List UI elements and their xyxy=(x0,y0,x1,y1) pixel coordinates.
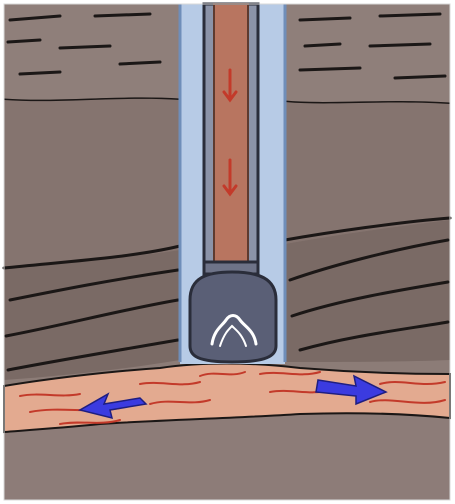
rock-layer-slant-right xyxy=(285,220,450,362)
drill-pipe xyxy=(214,4,248,266)
rock-layer-slant-left xyxy=(4,250,180,380)
rock-layer-middle-right xyxy=(285,102,450,244)
rock-layer-middle xyxy=(4,99,180,270)
